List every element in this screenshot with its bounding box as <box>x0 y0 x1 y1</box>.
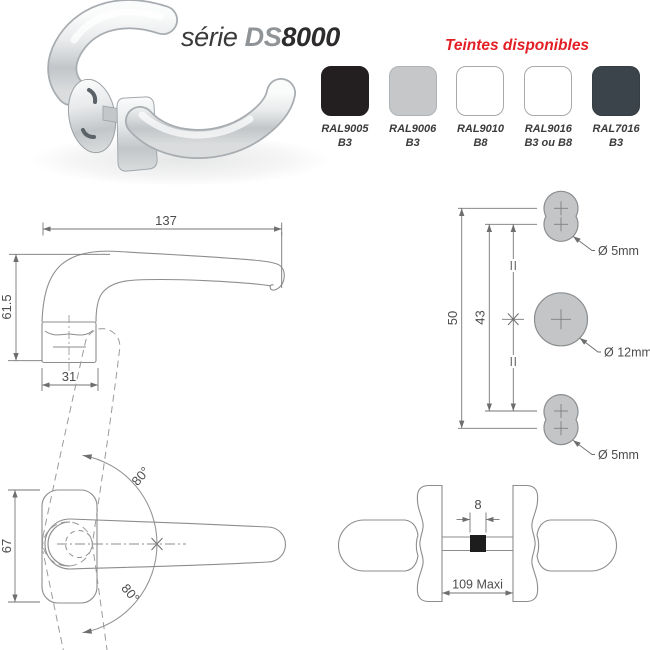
spindle-square-section <box>470 535 486 552</box>
spindle-assembly-drawing: 8 109 Maxi <box>337 484 618 603</box>
product-photo <box>30 0 330 186</box>
top-hole-diameter-label: Ø 5mm <box>598 244 639 258</box>
title-model-number: 8000 <box>281 22 340 52</box>
dim-rose-height-label: 67 <box>0 539 14 553</box>
lever-bottom-edge <box>95 278 271 323</box>
dim-height-label: 61.5 <box>0 294 14 319</box>
rotated-lever-dashed <box>38 325 131 650</box>
hole-blobs <box>533 190 589 446</box>
rose-front-view <box>416 484 443 603</box>
top-screw-recess <box>543 190 579 242</box>
color-swatch <box>388 66 437 116</box>
handle-front-view <box>337 484 443 603</box>
title-model-prefix: DS <box>244 22 282 52</box>
leader-middle-hole <box>579 337 601 353</box>
color-swatch <box>524 66 573 116</box>
handle-front-view-mirrored <box>512 484 618 603</box>
rose-plate <box>67 78 117 154</box>
midpoint-mark <box>507 313 519 326</box>
dim-length-label: 137 <box>155 213 177 228</box>
equal-mark <box>508 355 518 368</box>
angle-down-label: 80° <box>118 581 142 606</box>
dim-square-label: 8 <box>474 497 481 512</box>
upper-lever <box>47 0 178 106</box>
leader-bottom-hole <box>572 439 595 455</box>
swatch-finish-label: B3 <box>337 136 352 149</box>
arc-down <box>82 543 158 634</box>
page-title: série DS8000 <box>181 22 340 53</box>
lever-top-view <box>69 518 287 570</box>
dim-max-span-label: 109 Maxi <box>452 578 503 592</box>
angle-up-label: 80° <box>128 464 152 489</box>
arc-arrow <box>82 454 92 460</box>
middle-hole-diameter-label: Ø 12mm <box>604 346 650 360</box>
lower-lever <box>125 78 296 159</box>
swatch-ral-label: RAL7016 <box>592 123 640 135</box>
rose-top-view <box>41 489 98 604</box>
color-swatch <box>320 66 369 116</box>
dim-inner-spacing-label: 43 <box>473 310 488 324</box>
grip-outline <box>337 519 405 572</box>
swatch-finish-label: B3 ou B8 <box>524 136 573 149</box>
screw-slot <box>81 128 96 139</box>
color-swatch <box>592 66 641 116</box>
dim-outer-spacing-label: 50 <box>445 311 460 325</box>
screw-slot <box>87 88 98 104</box>
swatch-ral-label: RAL9010 <box>456 123 505 135</box>
rotation-angle-drawing: 67 80° 80° <box>0 325 287 650</box>
color-swatch <box>456 66 505 116</box>
neck-outline <box>44 518 71 570</box>
lever-outline <box>41 250 285 323</box>
drilling-template-drawing: 50 43 Ø 5mm Ø 12mm Ø 5mm <box>445 190 650 462</box>
dim-base-width-label: 31 <box>62 369 76 384</box>
bottom-screw-recess <box>543 394 579 446</box>
swatch-ral-label: RAL9006 <box>389 123 437 135</box>
swatch-finish-label: B8 <box>473 136 488 149</box>
swatch-ral-label: RAL9016 <box>524 123 572 135</box>
title-serie: série <box>181 22 238 52</box>
palette-heading: Teintes disponibles <box>444 37 590 54</box>
arc-arrow <box>82 628 92 634</box>
bottom-hole-diameter-label: Ø 5mm <box>598 448 639 462</box>
swatch-ral-label: RAL9005 <box>321 123 369 135</box>
arc-up <box>82 454 158 545</box>
leader-top-hole <box>572 235 595 251</box>
equal-mark <box>508 259 518 272</box>
hole-center-crosses <box>551 201 571 436</box>
side-view-drawing: 137 61.5 31 <box>0 213 285 391</box>
swatch-finish-label: B3 <box>405 136 420 149</box>
swatch-finish-label: B3 <box>609 136 624 149</box>
